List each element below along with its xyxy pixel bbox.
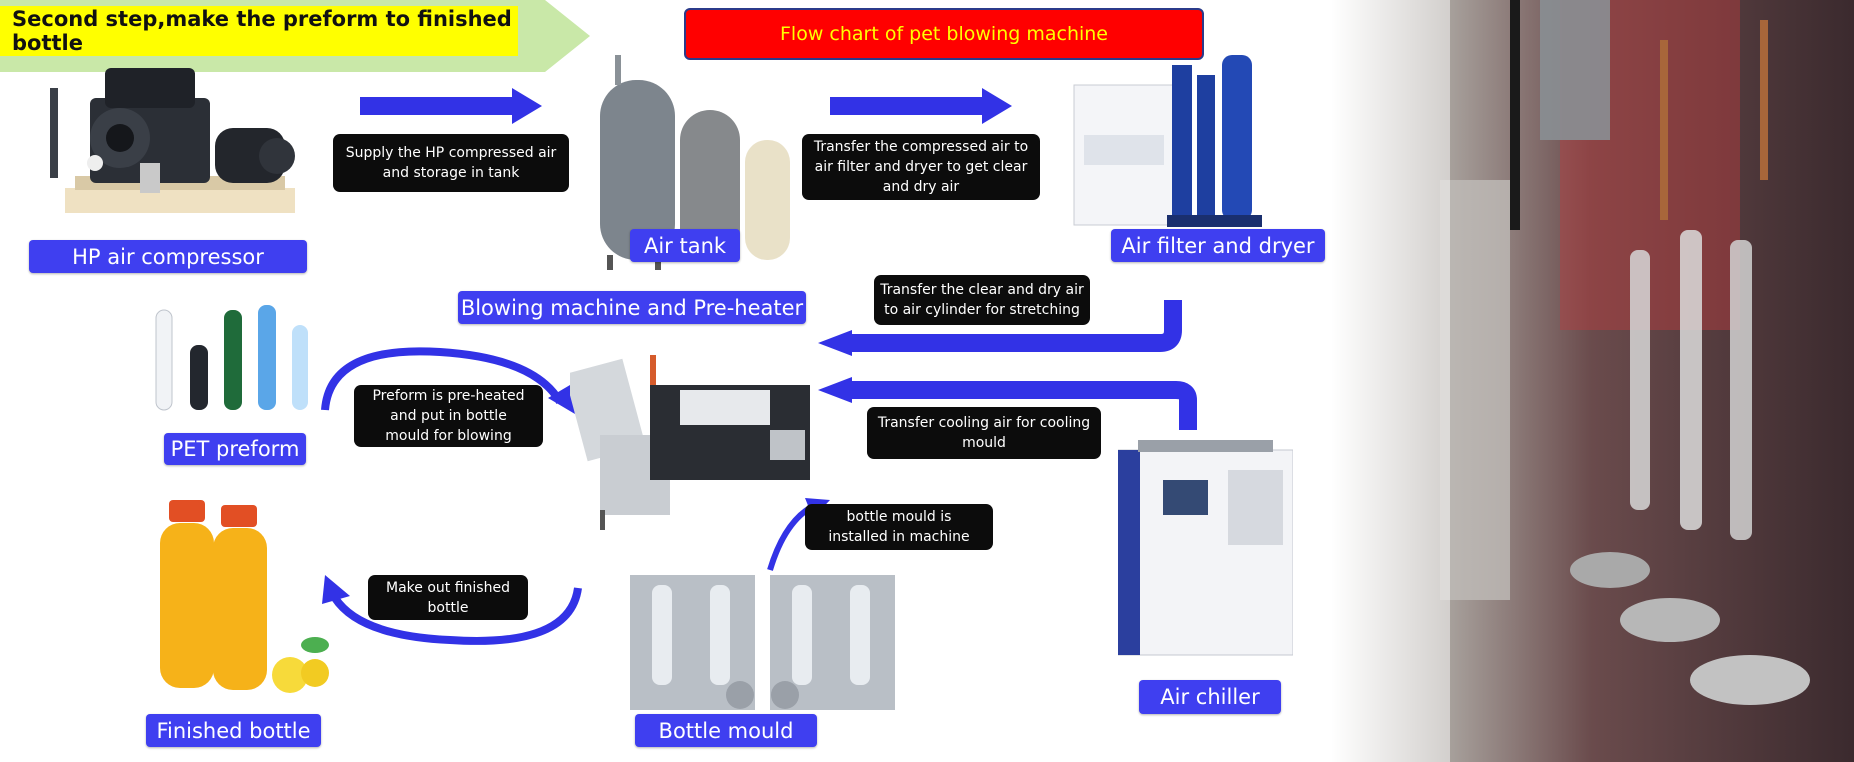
note-preheat: Preform is pre-heated and put in bottle … [354, 385, 543, 447]
flow-arrows [321, 88, 1197, 645]
air-chiller-image [1118, 440, 1293, 656]
label-air-tank: Air tank [630, 229, 740, 262]
arrow-machine-to-bottle [331, 587, 582, 645]
step-heading: Second step,make the preform to finished… [0, 6, 518, 56]
label-air-chiller: Air chiller [1139, 680, 1281, 714]
note-transfer-cylinder: Transfer the clear and dry air to air cy… [874, 275, 1090, 325]
finished-bottle-image [160, 500, 329, 693]
label-air-filter-dryer: Air filter and dryer [1111, 229, 1325, 262]
label-pet-preform: PET preform [164, 433, 306, 465]
note-mould-installed: bottle mould is installed in machine [805, 504, 993, 550]
note-cooling: Transfer cooling air for cooling mould [867, 407, 1101, 459]
air-filter-dryer-image [1073, 55, 1262, 227]
arrow-tank-to-dryer [830, 88, 1012, 124]
pet-preform-image [155, 305, 308, 411]
arrow-dryer-to-machine [850, 300, 1182, 352]
arrow-preform-to-machine [321, 347, 564, 411]
note-transfer-filter: Transfer the compressed air to air filte… [802, 134, 1040, 200]
air-tank-image [600, 55, 790, 270]
label-bottle-mould: Bottle mould [635, 714, 817, 747]
bottle-mould-image [630, 575, 895, 710]
arrow-compressor-to-tank [360, 88, 542, 124]
hp-air-compressor-image [50, 68, 295, 213]
label-hp-air-compressor: HP air compressor [29, 240, 307, 273]
note-supply-air: Supply the HP compressed air and storage… [333, 134, 569, 192]
label-finished-bottle: Finished bottle [146, 714, 321, 747]
chart-title: Flow chart of pet blowing machine [684, 8, 1204, 60]
note-finished: Make out finished bottle [368, 575, 528, 620]
blowing-machine-image [570, 355, 810, 530]
arrow-chiller-to-machine [850, 381, 1197, 430]
production-line-photo [1330, 0, 1854, 762]
label-blowing-machine: Blowing machine and Pre-heater [458, 291, 806, 324]
